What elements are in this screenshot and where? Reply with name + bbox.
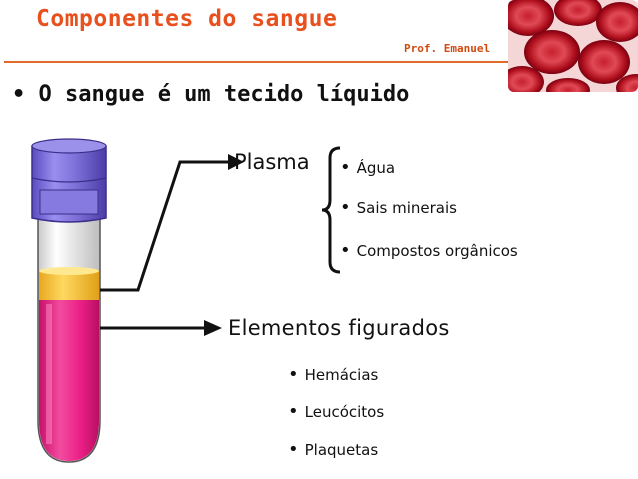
plasma-layer [39,270,99,302]
cells-layer [39,300,99,461]
plasma-item-sais-minerais: •Sais minerais [340,197,457,218]
bullet-dot-icon: • [288,364,299,385]
element-item-plaquetas: •Plaquetas [288,439,379,460]
element-item-hemacias: •Hemácias [288,364,379,385]
title-divider [4,61,508,63]
plasma-item-agua: •Água [340,157,396,178]
plasma-connector [100,160,228,292]
bullet-dot-icon: • [340,157,351,178]
elements-label: Elementos figurados [228,316,450,340]
author-label: Prof. Emanuel [404,42,491,55]
red-blood-cells-photo [508,0,638,92]
bullet-dot-icon: • [340,197,351,218]
main-bullet: • O sangue é um tecido líquido [12,82,410,107]
plasma-label: Plasma [234,150,310,174]
plasma-item-compostos-organicos: •Compostos orgânicos [340,240,518,261]
bullet-dot-icon: • [288,439,299,460]
slide-title: Componentes do sangue [36,6,338,32]
plasma-brace [321,146,341,274]
bullet-dot-icon: • [288,401,299,422]
element-item-leucocitos: •Leucócitos [288,401,385,422]
bullet-dot-icon: • [340,240,351,261]
